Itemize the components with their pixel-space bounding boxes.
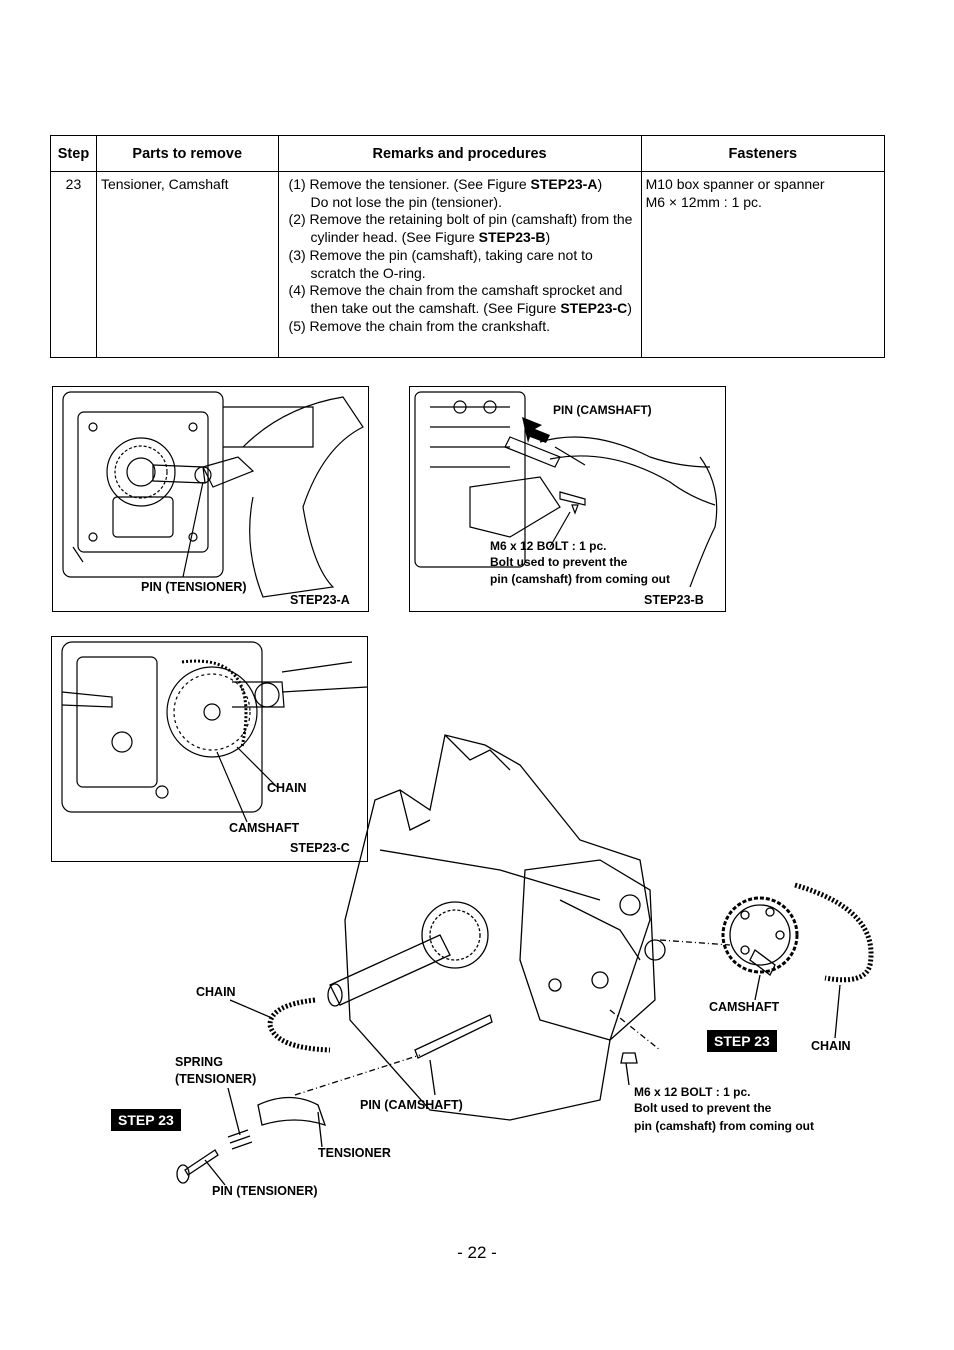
procedure-list: (1) Remove the tensioner. (See Figure ST…	[283, 176, 637, 335]
procedure-item: (5) Remove the chain from the crankshaft…	[288, 317, 550, 334]
procedure-table: Step Parts to remove Remarks and procedu…	[50, 135, 886, 358]
figure-step23-a: PIN (TENSIONER) STEP23-A	[52, 386, 369, 612]
procedure-item: (4) Remove the chain from the camshaft s…	[288, 282, 632, 316]
figure-c-illustration	[61, 641, 368, 823]
label-bolt-line2: Bolt used to prevent the	[634, 1101, 772, 1115]
figure-step23-c: CHAIN CAMSHAFT STEP23-C	[51, 636, 368, 862]
label-spring-line2: (TENSIONER)	[175, 1072, 257, 1086]
figure-caption: STEP23-C	[290, 841, 350, 855]
figure-ref: STEP23-C	[560, 299, 628, 316]
label-chain: CHAIN	[267, 781, 307, 795]
label-chain-right: CHAIN	[811, 1039, 851, 1053]
figure-b-illustration	[414, 391, 718, 588]
procedure-item: Do not lose the pin (tensioner).	[310, 193, 502, 210]
figure-a-illustration	[62, 391, 364, 598]
label-bolt-line1: M6 x 12 BOLT : 1 pc.	[634, 1085, 751, 1099]
figure-caption: STEP23-A	[290, 593, 350, 607]
label-pin-camshaft: PIN (CAMSHAFT)	[553, 403, 652, 417]
cell-step: 23	[50, 171, 97, 358]
label-pin-tensioner: PIN (TENSIONER)	[212, 1184, 318, 1198]
figure-step23-b: PIN (CAMSHAFT) M6 x 12 BOLT : 1 pc. Bolt…	[409, 386, 726, 612]
table-row: 23 Tensioner, Camshaft (1) Remove the te…	[50, 171, 886, 358]
table-header-row: Step Parts to remove Remarks and procedu…	[50, 135, 886, 172]
label-tensioner: TENSIONER	[318, 1146, 391, 1160]
label-chain-left: CHAIN	[196, 985, 236, 999]
cell-procedures: (1) Remove the tensioner. (See Figure ST…	[277, 171, 642, 358]
label-camshaft: CAMSHAFT	[709, 1000, 780, 1014]
figure-ref: STEP23-B	[478, 229, 546, 246]
procedure-item: (2) Remove the retaining bolt of pin (ca…	[288, 211, 633, 246]
label-bolt-line1: M6 x 12 BOLT : 1 pc.	[490, 539, 607, 553]
page-number: - 22 -	[457, 1243, 497, 1262]
figure-caption: STEP23-B	[644, 593, 704, 607]
header-step: Step	[50, 135, 97, 172]
step-badge-left: STEP 23	[111, 1109, 181, 1131]
label-pin-camshaft: PIN (CAMSHAFT)	[360, 1098, 463, 1112]
procedure-item: (3) Remove the pin (camshaft), taking ca…	[288, 246, 593, 281]
fastener-line: M6 × 12mm : 1 pc.	[645, 193, 762, 210]
figure-ref: STEP23-A	[530, 176, 598, 192]
label-bolt-line2: Bolt used to prevent the	[490, 555, 628, 569]
label-bolt-line3: pin (camshaft) from coming out	[634, 1119, 814, 1133]
label-bolt-line3: pin (camshaft) from coming out	[490, 572, 670, 586]
label-camshaft: CAMSHAFT	[229, 821, 300, 835]
label-spring-line1: SPRING	[175, 1055, 223, 1069]
procedure-item: (1) Remove the tensioner. (See Figure ST…	[288, 176, 603, 192]
header-parts: Parts to remove	[95, 135, 279, 172]
step-badge-right: STEP 23	[707, 1030, 777, 1052]
fastener-line: M10 box spanner or spanner	[645, 176, 825, 192]
cell-fasteners: M10 box spanner or spanner M6 × 12mm : 1…	[640, 171, 886, 358]
label-pin-tensioner: PIN (TENSIONER)	[141, 580, 247, 594]
header-fasteners: Fasteners	[640, 135, 886, 172]
